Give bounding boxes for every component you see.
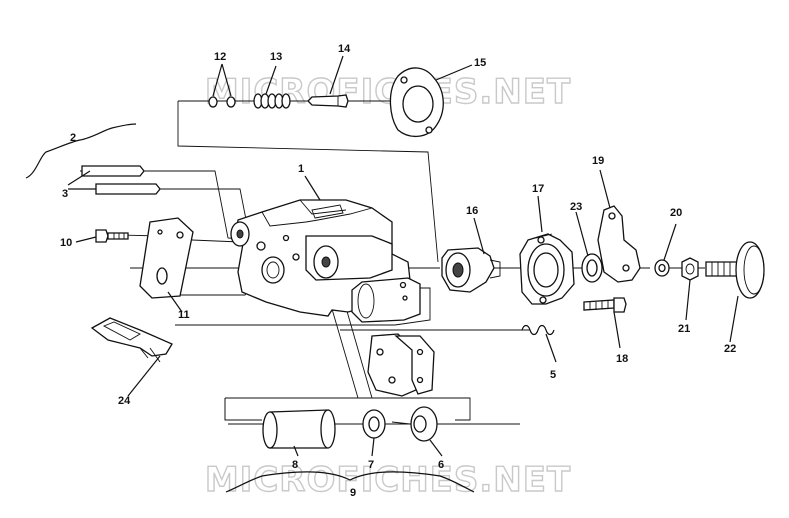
callout-1: 1 (298, 163, 304, 175)
callout-20: 20 (670, 207, 682, 219)
callout-10: 10 (60, 237, 72, 249)
callout-17: 17 (532, 183, 544, 195)
callout-14: 14 (338, 43, 351, 55)
part-18-bolt (583, 297, 627, 313)
callout-2: 2 (70, 132, 76, 144)
callout-8: 8 (292, 459, 298, 471)
callout-16: 16 (466, 205, 478, 217)
part-17-flange-housing (519, 233, 575, 305)
part-16-cap (441, 247, 501, 293)
callout-19: 19 (592, 155, 604, 167)
callout-labels: 12 13 14 15 2 3 10 1 16 17 23 19 20 11 2… (60, 43, 736, 499)
callout-13: 13 (270, 51, 282, 63)
part-19-bracket (597, 205, 641, 283)
callout-15: 15 (474, 57, 486, 69)
part-21-nut (681, 257, 699, 281)
part-3-pins (81, 165, 161, 195)
callout-18: 18 (616, 353, 628, 365)
callout-5: 5 (550, 369, 556, 381)
part-12-o-rings (208, 96, 236, 108)
callout-7: 7 (368, 459, 374, 471)
part-22-adjuster-knob (705, 241, 765, 299)
part-13-spring (253, 93, 291, 109)
callout-6: 6 (438, 459, 444, 471)
callout-11: 11 (178, 309, 190, 321)
part-1-caliper-body (230, 199, 421, 323)
part-7-seal (362, 409, 386, 439)
part-11-plate (139, 217, 194, 299)
part-14-pin (307, 94, 349, 108)
callout-9: 9 (350, 487, 356, 499)
brake-pads (367, 333, 435, 397)
callout-22: 22 (724, 343, 736, 355)
callout-24: 24 (118, 395, 131, 407)
leader-lines (25, 55, 739, 493)
part-10-bolt (95, 229, 129, 243)
part-24-clip (90, 317, 173, 363)
part-6-seal (410, 406, 438, 442)
part-15-gasket (389, 67, 444, 137)
part-8-piston (262, 409, 336, 449)
part-23-washer (581, 253, 603, 283)
callout-23: 23 (570, 201, 582, 213)
watermark-bottom: MICROFICHES.NET (205, 460, 571, 500)
part-5-spring (521, 324, 555, 336)
callout-21: 21 (678, 323, 690, 335)
callout-3: 3 (62, 188, 68, 200)
part-20-washer (654, 259, 670, 277)
callout-12: 12 (214, 51, 226, 63)
